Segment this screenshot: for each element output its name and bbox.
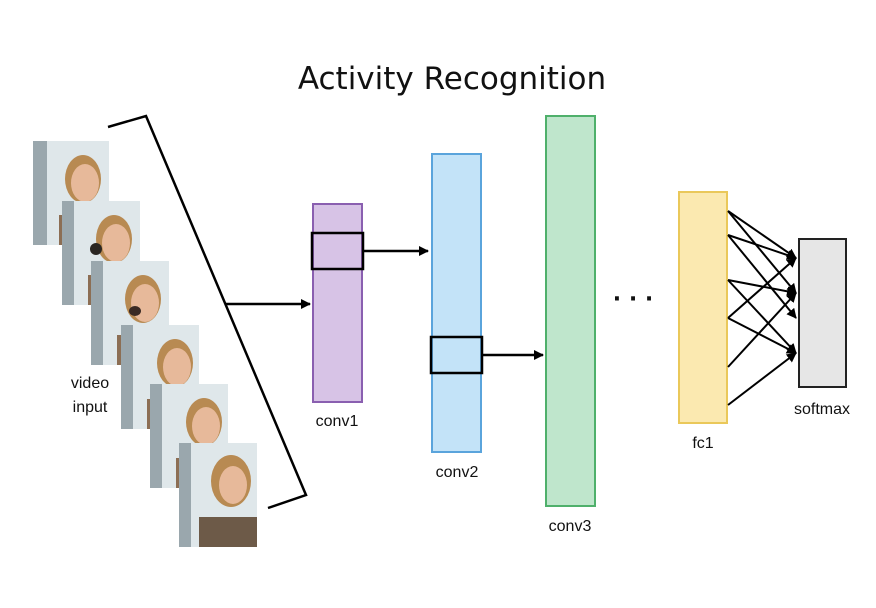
fc-arrow	[727, 352, 797, 406]
fc-arrow	[727, 210, 797, 259]
conv1-layer	[312, 203, 363, 403]
ellipsis: · · ·	[613, 287, 653, 312]
fc-arrow	[727, 210, 797, 294]
input-bracket	[107, 114, 308, 510]
input-label-line2: input	[73, 399, 108, 416]
fc-arrow	[727, 257, 797, 319]
conv2-label: conv2	[436, 464, 479, 481]
fc-arrow	[727, 234, 797, 260]
softmax-layer	[798, 238, 847, 388]
fully-connected-arrows	[727, 210, 797, 406]
conv3-label: conv3	[549, 518, 592, 535]
fc-arrow	[727, 317, 797, 354]
conv3-layer	[545, 115, 596, 507]
fc1-layer	[678, 191, 728, 424]
conv2-layer	[431, 153, 482, 453]
softmax-label: softmax	[794, 401, 850, 418]
conv1-label: conv1	[316, 413, 359, 430]
video-frames	[33, 141, 257, 547]
video-frame	[179, 443, 257, 547]
input-label-line1: video	[71, 375, 109, 392]
fc-arrow	[727, 292, 797, 368]
diagram-title: Activity Recognition	[298, 61, 606, 97]
fc1-label: fc1	[692, 435, 713, 452]
fc-arrow	[727, 279, 797, 297]
fc-arrow	[727, 279, 797, 354]
